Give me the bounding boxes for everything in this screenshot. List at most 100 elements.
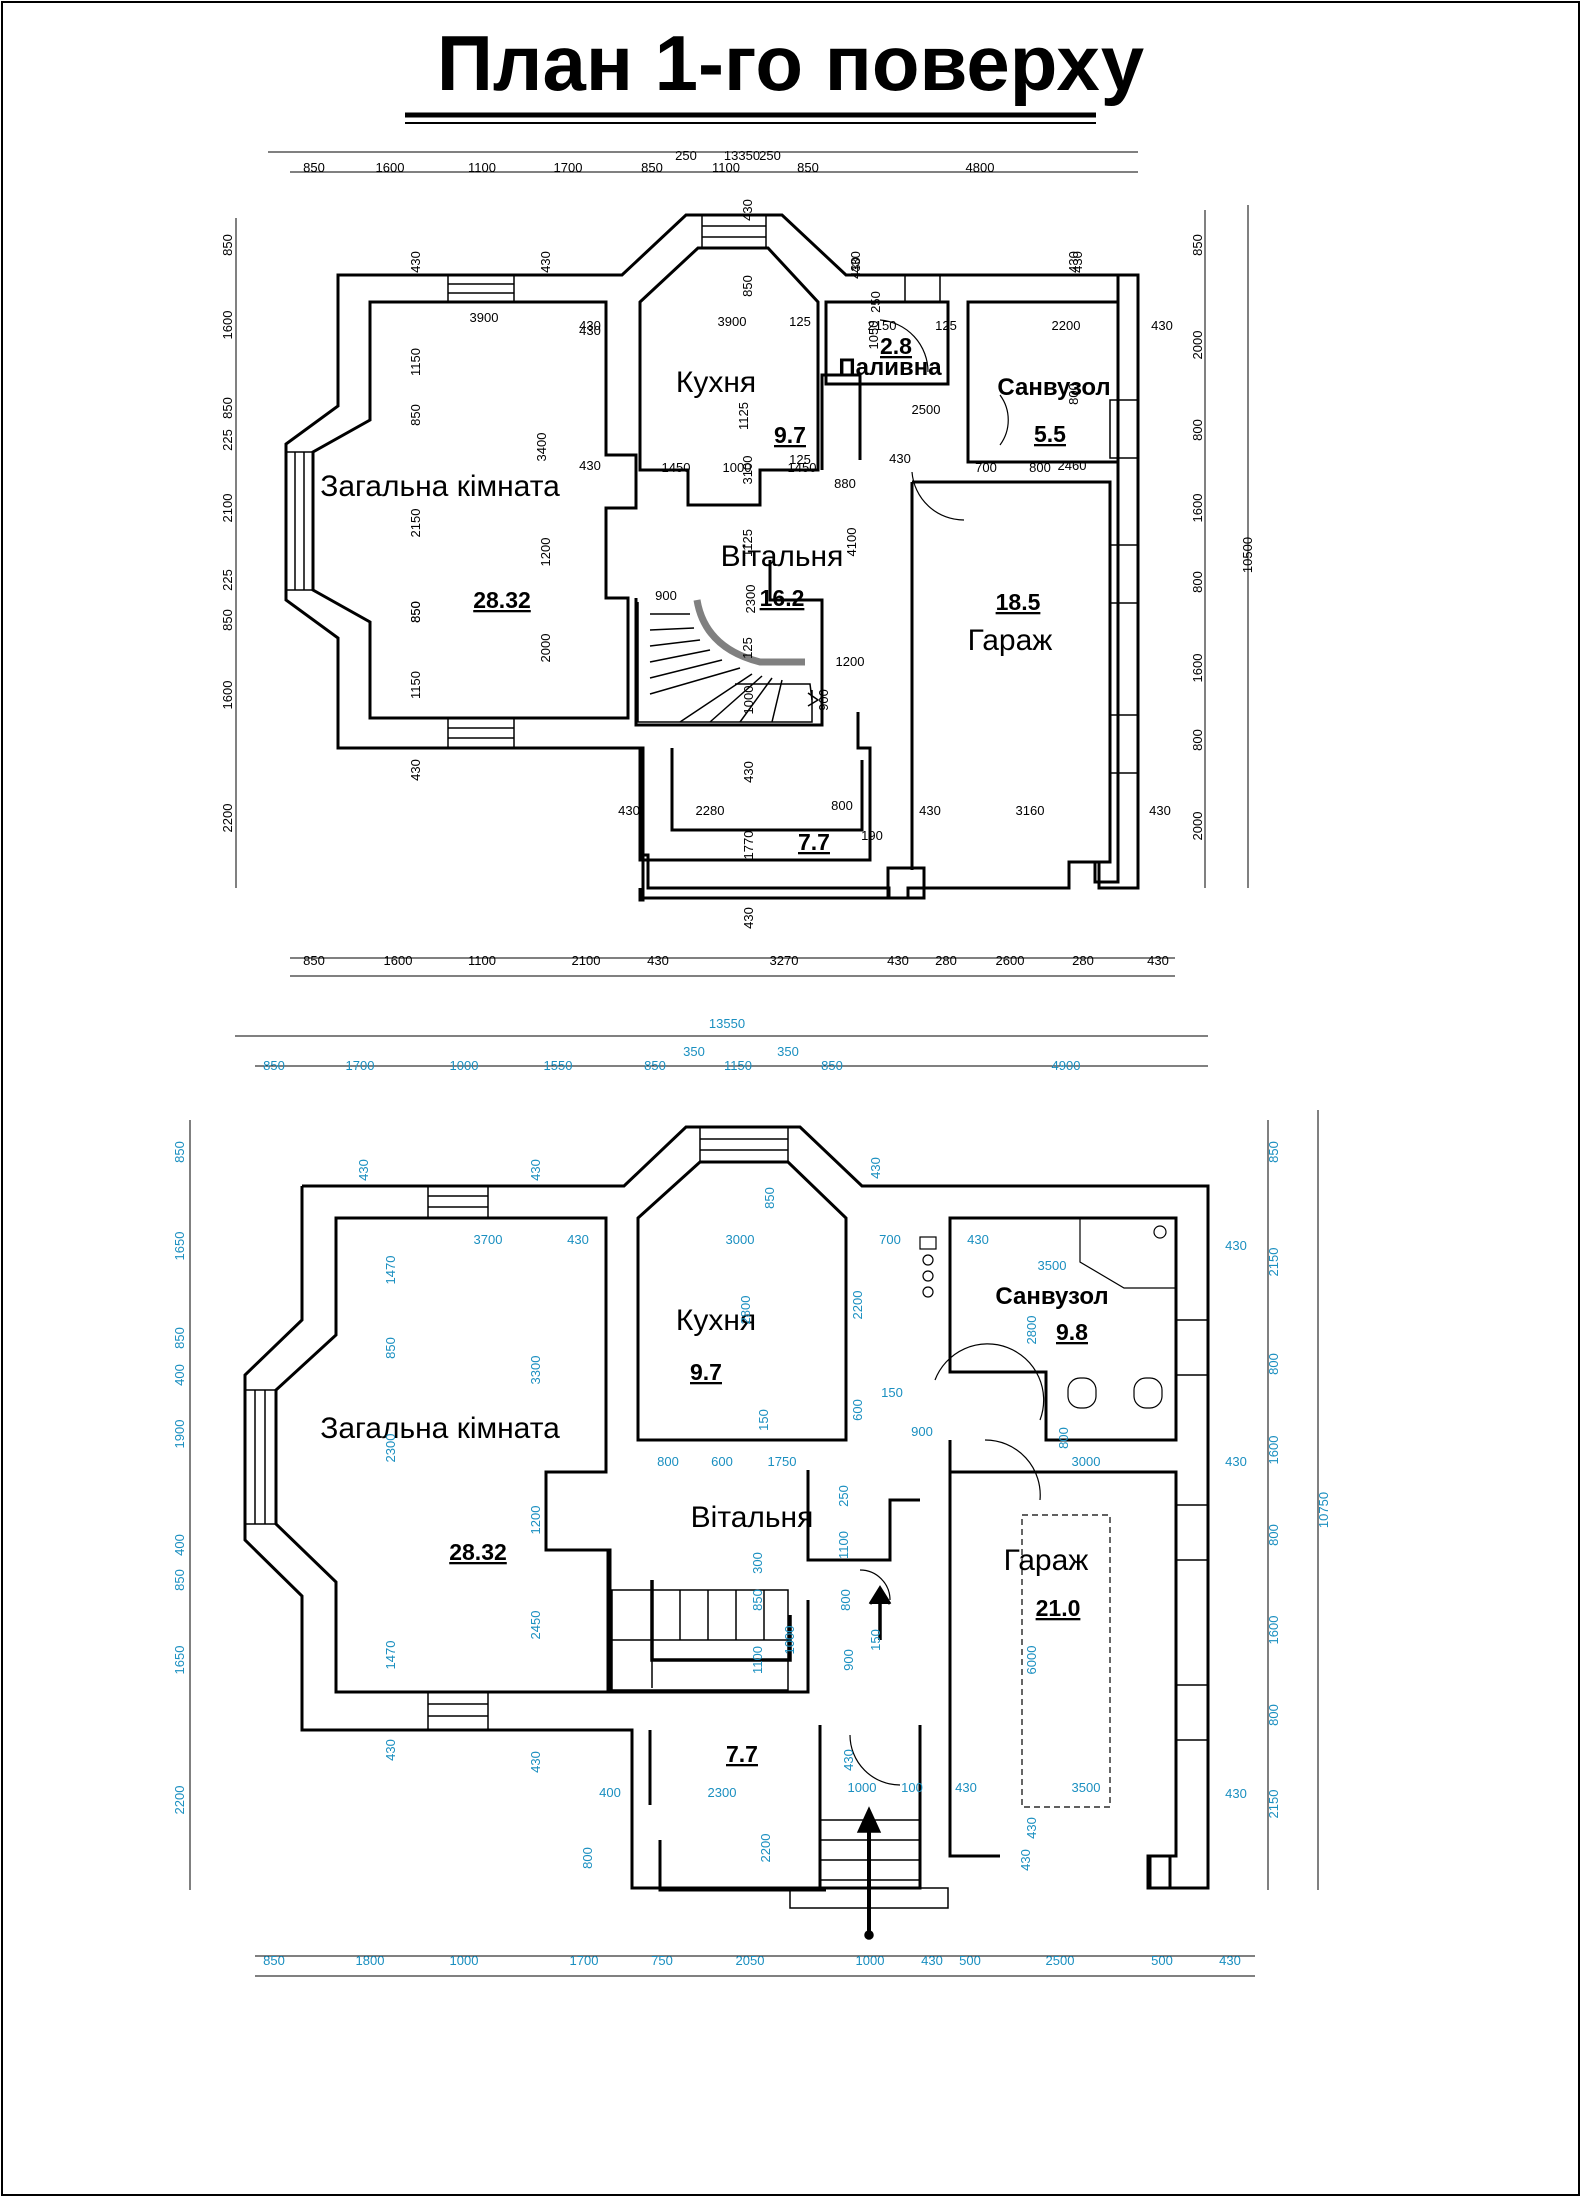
dim-left: 2200 (220, 804, 235, 833)
dim-inner: 125 (789, 452, 811, 467)
room-name-kitchen: Кухня (676, 366, 756, 399)
room-name-hall: Вітальня (691, 1501, 814, 1534)
dim-right: 800 (1266, 1353, 1281, 1375)
dim-inner: 2280 (696, 803, 725, 818)
plan1-windows (285, 214, 1139, 774)
dim-bottom: 430 (887, 953, 909, 968)
dim-inner: 3100 (740, 456, 755, 485)
dim-right: 800 (1190, 729, 1205, 751)
dim-inner: 4100 (844, 528, 859, 557)
plan2-stair (611, 1580, 949, 1940)
room-area-vestibule: 7.7 (798, 829, 830, 855)
dim-top: 350 (777, 1044, 799, 1059)
dim-inner: 2200 (1052, 318, 1081, 333)
dim-top: 1700 (554, 160, 583, 175)
dim-right: 2150 (1266, 1248, 1281, 1277)
dim-inner: 2150 (868, 318, 897, 333)
dim-inner: 3500 (1038, 1258, 1067, 1273)
dim-total-right: 10750 (1316, 1492, 1331, 1528)
dim-top: 850 (641, 160, 663, 175)
dim-bottom: 1000 (450, 1953, 479, 1968)
dim-inner: 430 (1149, 803, 1171, 818)
dim-bottom: 3270 (770, 953, 799, 968)
dim-right: 800 (1266, 1524, 1281, 1546)
room-name-bath: Санвузол (997, 374, 1110, 401)
room-area-kitchen: 9.7 (690, 1359, 722, 1385)
dim-inner: 430 (955, 1780, 977, 1795)
room-area-bath: 5.5 (1034, 421, 1066, 447)
plan1-outer-wall (284, 213, 1140, 902)
dim-inner: 430 (579, 458, 601, 473)
plan2-doors (849, 1343, 1045, 1786)
room-area-vestibule: 7.7 (726, 1741, 758, 1767)
dim-left: 2200 (172, 1786, 187, 1815)
dim-inner: 430 (538, 251, 553, 273)
plan2-sanitary (919, 1218, 1176, 1409)
dim-inner: 1200 (538, 538, 553, 567)
dim-inner: 125 (740, 637, 755, 659)
dim-inner: 100 (901, 1780, 923, 1795)
dim-inner: 1125 (736, 402, 751, 430)
dim-inner: 2200 (758, 1834, 773, 1863)
dim-inner: 300 (750, 1552, 765, 1574)
dim-inner: 3000 (726, 1232, 755, 1247)
dim-right: 1600 (1266, 1436, 1281, 1465)
plan1-stair-rail (693, 599, 805, 666)
dim-right: 2150 (1266, 1790, 1281, 1819)
dim-inner: 2300 (383, 1434, 398, 1463)
dim-inner: 900 (655, 588, 677, 603)
dim-bottom: 1700 (570, 1953, 599, 1968)
dim-top: 1600 (376, 160, 405, 175)
dim-inner: 1450 (662, 460, 691, 475)
dim-inner: 900 (816, 689, 831, 711)
dim-inner: 430 (848, 251, 863, 273)
dim-top: 1550 (544, 1058, 573, 1073)
dim-inner: 800 (831, 798, 853, 813)
dim-inner: 2150 (408, 509, 423, 538)
dim-bottom: 430 (921, 1953, 943, 1968)
dim-bottom: 2500 (1046, 1953, 1075, 1968)
dim-inner: 430 (408, 251, 423, 273)
dim-inner: 430 (1225, 1238, 1247, 1253)
dim-inner: 2000 (538, 634, 553, 663)
plan1-hall-walls (634, 373, 872, 862)
dim-inner: 430 (528, 1159, 543, 1181)
room-name-living: Загальна кімната (320, 470, 560, 503)
dim-bottom: 280 (935, 953, 957, 968)
dim-inner: 1450 (788, 460, 817, 475)
dim-left: 1650 (172, 1232, 187, 1261)
page-title: План 1-го поверху (436, 19, 1145, 107)
dim-inner: 430 (1225, 1454, 1247, 1469)
dim-left: 1650 (172, 1646, 187, 1675)
dim-right: 2000 (1190, 812, 1205, 841)
dim-inner: 800 (580, 1847, 595, 1869)
dim-inner: 1150 (408, 348, 423, 376)
dim-bottom: 430 (1219, 1953, 1241, 1968)
room-name-garage: Гараж (1004, 1544, 1089, 1577)
room-area-boiler: 2.8 (880, 333, 912, 359)
dim-inner: 850 (383, 1337, 398, 1359)
dim-inner: 190 (861, 828, 883, 843)
dim-bottom: 850 (303, 953, 325, 968)
plan1-doors (879, 319, 1009, 521)
dim-right: 2000 (1190, 331, 1205, 360)
plan2-labels: Загальна кімната28.32Кухня9.7ВітальняСан… (172, 1016, 1331, 1968)
dim-top: 4900 (1052, 1058, 1081, 1073)
room-name-boiler: Паливна (838, 354, 942, 381)
dim-inner: 850 (762, 1187, 777, 1209)
dim-inner: 2300 (708, 1785, 737, 1800)
dim-top: 4800 (966, 160, 995, 175)
dim-left: 850 (172, 1327, 187, 1349)
dim-top: 250 (759, 148, 781, 163)
dim-inner: 125 (935, 318, 957, 333)
dim-bottom: 430 (647, 953, 669, 968)
room-name-kitchen: Кухня (676, 1304, 756, 1337)
dim-inner: 3400 (534, 433, 549, 462)
dim-inner: 430 (868, 1157, 883, 1179)
dim-bottom: 280 (1072, 953, 1094, 968)
dim-inner: 1200 (528, 1506, 543, 1535)
plan2-garage-wall (948, 1440, 1178, 1858)
dim-inner: 3900 (470, 310, 499, 325)
